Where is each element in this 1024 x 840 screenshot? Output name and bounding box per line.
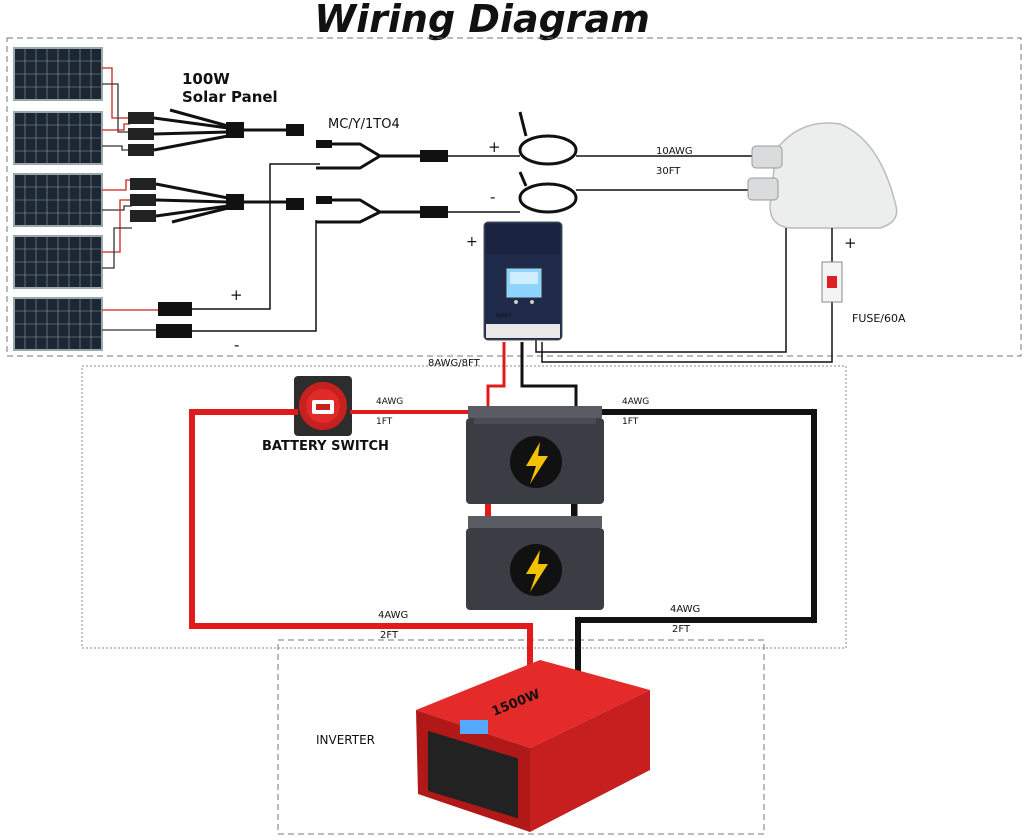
- solar-region: [6, 37, 1022, 357]
- single-panel-plus: +: [230, 286, 243, 304]
- single-panel-connectors: [156, 163, 320, 338]
- solar-panel-label-line1: 100W: [182, 70, 230, 88]
- y-connector-positive: [316, 140, 448, 170]
- branch-connector-positive: [128, 108, 304, 156]
- battery-upper: [466, 406, 604, 504]
- battery-switch-label: BATTERY SWITCH: [262, 439, 389, 454]
- charge-controller: MPPT: [483, 221, 563, 341]
- inverter-region: [277, 639, 765, 835]
- switch-cable-gauge-label: 4AWG: [376, 397, 403, 407]
- single-panel-minus: -: [234, 336, 239, 354]
- solar-panel: [13, 47, 103, 101]
- inverter-label: INVERTER: [316, 733, 375, 747]
- switch-cable-length-label: 1FT: [376, 417, 393, 427]
- inverter-negative-length-label: 2FT: [672, 624, 691, 635]
- solar-panel-array: [13, 47, 103, 351]
- fuse-plus-sign: +: [844, 234, 857, 252]
- diagram-title: Wiring Diagram: [314, 0, 650, 41]
- battery-to-inverter-negative-wire: [575, 409, 817, 676]
- negative-extension-minus: -: [490, 188, 495, 206]
- solar-panel-label-line2: Solar Panel: [182, 88, 278, 106]
- negative-cable-gauge-label: 4AWG: [622, 397, 649, 407]
- extension-gauge-label: 10AWG: [656, 146, 693, 157]
- y-connector-negative: [316, 196, 448, 224]
- branch-connector-label: MC/Y/1TO4: [328, 117, 400, 132]
- inline-fuse: [821, 261, 843, 303]
- battery-switch-icon: [316, 404, 330, 410]
- inverter-unit: 1500W: [416, 660, 650, 832]
- solar-panel: [13, 297, 103, 351]
- gland-output-wires: [535, 228, 833, 363]
- battery-region: [81, 365, 847, 649]
- controller-brand-text: MPPT: [496, 313, 512, 320]
- battery-switch[interactable]: [294, 376, 352, 436]
- lightning-bolt-icon: [526, 442, 548, 484]
- negative-cable-length-label: 1FT: [622, 417, 639, 427]
- branch-connector-negative: [130, 178, 304, 224]
- inverter-positive-gauge-label: 4AWG: [378, 610, 408, 621]
- controller-plus-sign: +: [466, 234, 478, 250]
- inverter-positive-length-label: 2FT: [380, 630, 399, 641]
- fuse-label: FUSE/60A: [852, 312, 906, 325]
- positive-extension-plus: +: [488, 138, 501, 156]
- switch-to-inverter-positive-wire: [189, 409, 533, 676]
- cable-entry-gland: [747, 122, 898, 229]
- solar-panel: [13, 235, 103, 289]
- controller-cable-label: 8AWG/8FT: [428, 358, 481, 369]
- panel-leads: [102, 67, 160, 331]
- inverter-negative-gauge-label: 4AWG: [670, 604, 700, 615]
- battery-lower: [466, 516, 604, 610]
- extension-length-label: 30FT: [656, 166, 681, 177]
- extension-cables: [448, 111, 760, 214]
- lightning-bolt-icon: [526, 550, 548, 592]
- solar-panel: [13, 173, 103, 227]
- solar-panel: [13, 111, 103, 165]
